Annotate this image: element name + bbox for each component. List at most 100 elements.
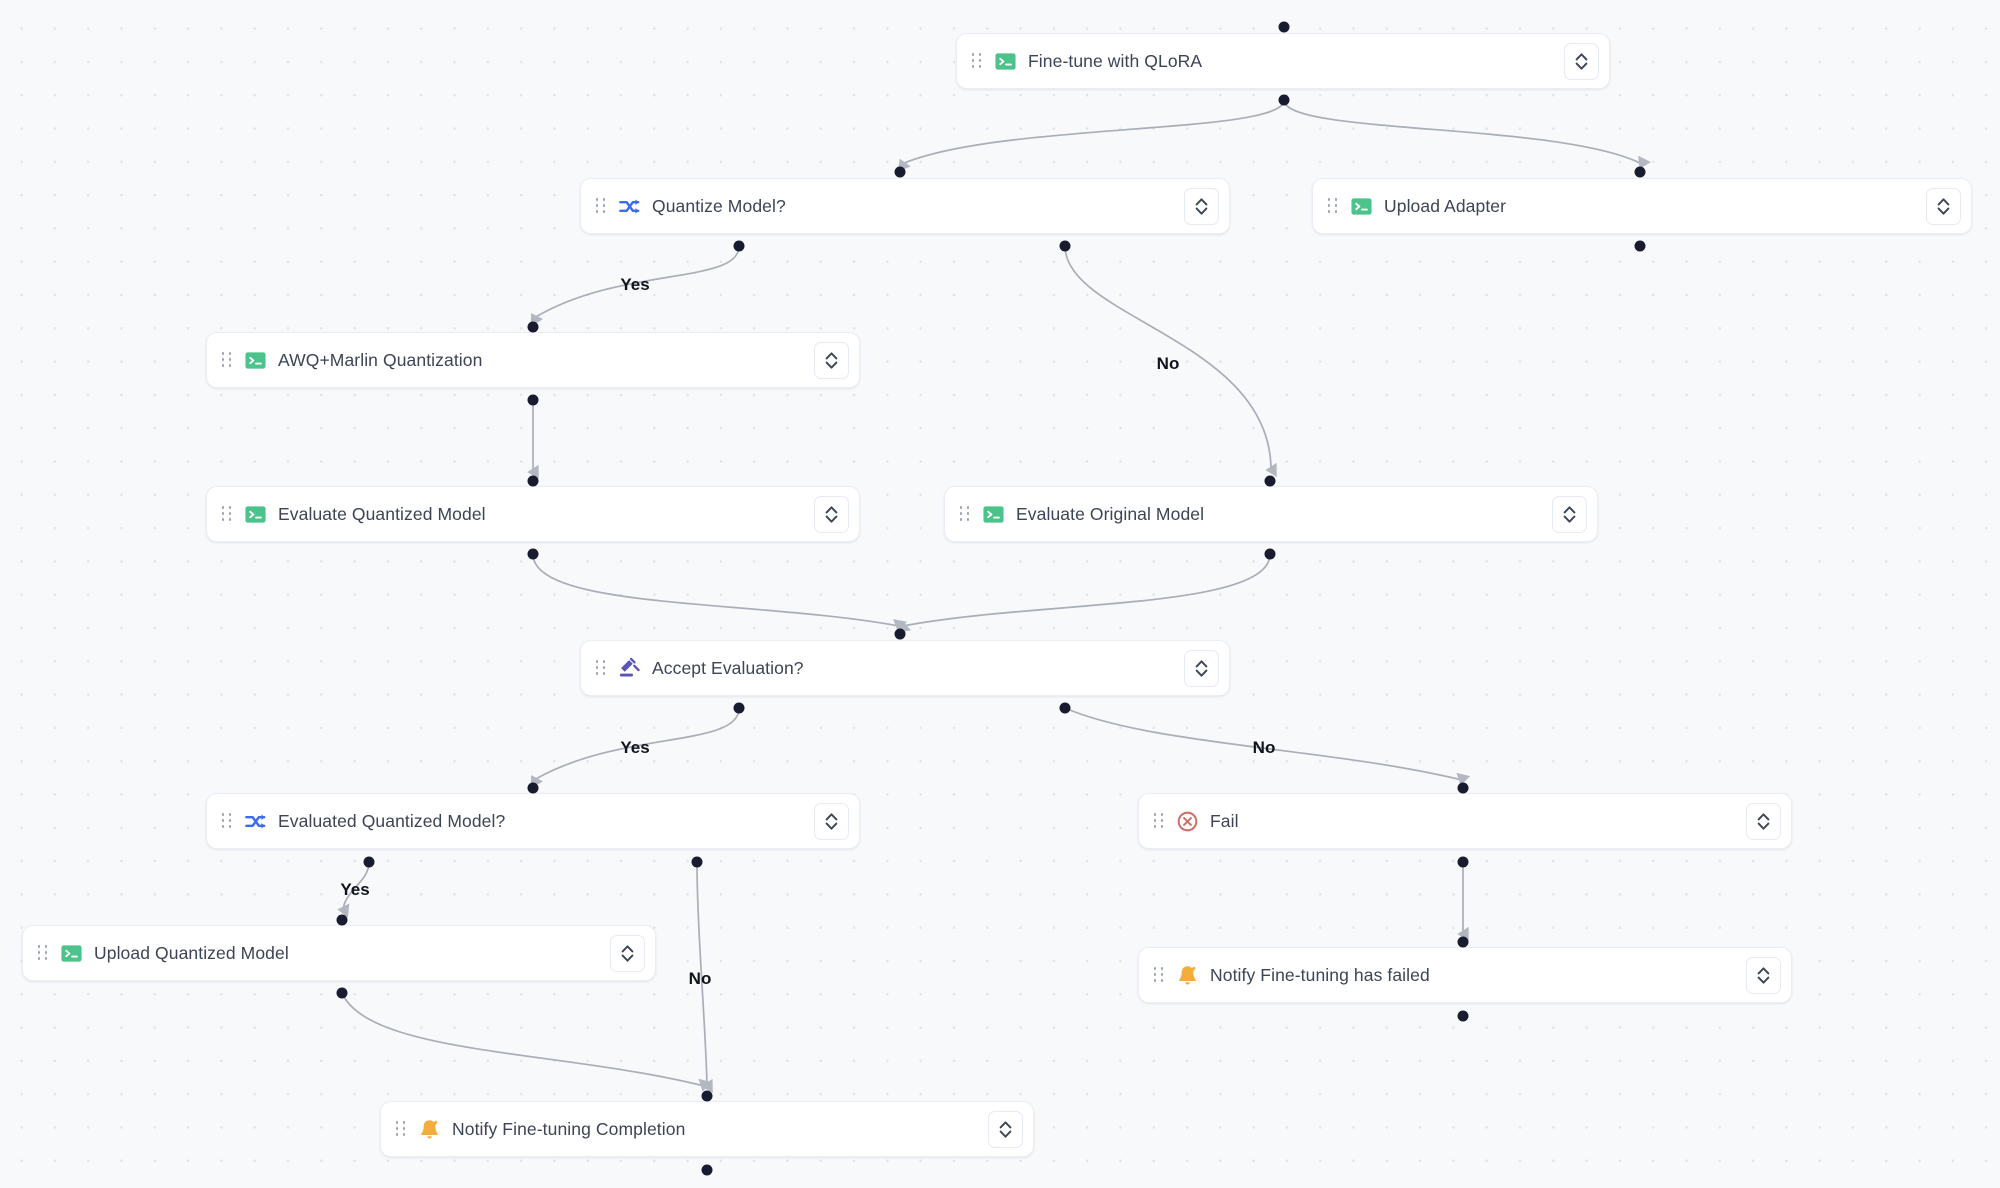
port-out_no-quantize-model[interactable] — [1059, 240, 1071, 252]
node-evaluate-quantized[interactable]: Evaluate Quantized Model — [206, 486, 860, 542]
port-out_yes-quantize-model[interactable] — [733, 240, 745, 252]
collapse-expand-button[interactable] — [814, 495, 849, 533]
terminal-icon — [982, 503, 1005, 526]
port-out_no-evaluated-quantized[interactable] — [691, 856, 703, 868]
terminal-icon — [244, 503, 267, 526]
collapse-expand-button[interactable] — [1746, 802, 1781, 840]
port-out-notify-completion[interactable] — [701, 1164, 713, 1176]
port-in-evaluate-original[interactable] — [1264, 475, 1276, 487]
port-in-upload-adapter[interactable] — [1634, 166, 1646, 178]
node-fine-tune[interactable]: Fine-tune with QLoRA — [956, 33, 1610, 89]
terminal-icon — [60, 942, 83, 965]
collapse-expand-button[interactable] — [610, 934, 645, 972]
port-out_no-accept-evaluation[interactable] — [1059, 702, 1071, 714]
drag-handle-icon[interactable] — [37, 944, 49, 962]
collapse-expand-button[interactable] — [1746, 956, 1781, 994]
port-in-notify-completion[interactable] — [701, 1090, 713, 1102]
edge-label-accept-yes: Yes — [620, 738, 650, 757]
node-fail[interactable]: Fail — [1138, 793, 1792, 849]
terminal-icon — [994, 50, 1017, 73]
collapse-expand-button[interactable] — [1184, 187, 1219, 225]
drag-handle-icon[interactable] — [395, 1120, 407, 1138]
port-out-upload-adapter[interactable] — [1634, 240, 1646, 252]
port-in-fail[interactable] — [1457, 782, 1469, 794]
port-in-quantize-model[interactable] — [894, 166, 906, 178]
node-upload-quantized[interactable]: Upload Quantized Model — [22, 925, 656, 981]
branch-icon — [244, 810, 267, 833]
branch-icon — [618, 195, 641, 218]
chevron-up-down-icon — [998, 1120, 1013, 1139]
node-upload-adapter[interactable]: Upload Adapter — [1312, 178, 1972, 234]
node-label: Quantize Model? — [652, 195, 786, 216]
node-label: Notify Fine-tuning Completion — [452, 1118, 686, 1139]
drag-handle-icon[interactable] — [221, 812, 233, 830]
drag-handle-icon[interactable] — [971, 52, 983, 70]
port-out-awq-marlin[interactable] — [527, 394, 539, 406]
node-notify-completion[interactable]: Notify Fine-tuning Completion — [380, 1101, 1034, 1157]
node-label: Accept Evaluation? — [652, 657, 804, 678]
collapse-expand-button[interactable] — [814, 341, 849, 379]
drag-handle-icon[interactable] — [1153, 812, 1165, 830]
node-label: Upload Adapter — [1384, 195, 1507, 216]
drag-handle-icon[interactable] — [1153, 966, 1165, 984]
drag-handle-icon[interactable] — [221, 505, 233, 523]
edge-label-evalq-no: No — [688, 969, 712, 988]
notify-icon — [418, 1118, 441, 1141]
node-label: Evaluated Quantized Model? — [278, 810, 506, 831]
node-label: Evaluate Original Model — [1016, 503, 1205, 524]
port-in-awq-marlin[interactable] — [527, 321, 539, 333]
port-out-evaluate-original[interactable] — [1264, 548, 1276, 560]
drag-handle-icon[interactable] — [595, 659, 607, 677]
edge-label-accept-no: No — [1252, 738, 1276, 757]
edge-label-evalq-yes: Yes — [340, 880, 370, 899]
terminal-icon — [244, 349, 267, 372]
port-in-evaluate-quantized[interactable] — [527, 475, 539, 487]
chevron-up-down-icon — [1756, 966, 1771, 985]
node-quantize-model[interactable]: Quantize Model? — [580, 178, 1230, 234]
fail-icon — [1176, 810, 1199, 833]
terminal-icon — [1350, 195, 1373, 218]
port-in-accept-evaluation[interactable] — [894, 628, 906, 640]
node-label: Upload Quantized Model — [94, 942, 289, 963]
node-accept-evaluation[interactable]: Accept Evaluation? — [580, 640, 1230, 696]
port-in-evaluated-quantized[interactable] — [527, 782, 539, 794]
chevron-up-down-icon — [1562, 505, 1577, 524]
drag-handle-icon[interactable] — [1327, 197, 1339, 215]
port-out_yes-accept-evaluation[interactable] — [733, 702, 745, 714]
node-label: Evaluate Quantized Model — [278, 503, 486, 524]
chevron-up-down-icon — [824, 505, 839, 524]
collapse-expand-button[interactable] — [1926, 187, 1961, 225]
node-label: Notify Fine-tuning has failed — [1210, 964, 1430, 985]
node-evaluated-quantized[interactable]: Evaluated Quantized Model? — [206, 793, 860, 849]
drag-handle-icon[interactable] — [221, 351, 233, 369]
collapse-expand-button[interactable] — [814, 802, 849, 840]
port-in-upload-quantized[interactable] — [336, 914, 348, 926]
port-out_yes-evaluated-quantized[interactable] — [363, 856, 375, 868]
port-in-notify-failed[interactable] — [1457, 936, 1469, 948]
edge-label-quantize-no: No — [1156, 354, 1180, 373]
chevron-up-down-icon — [1936, 197, 1951, 216]
collapse-expand-button[interactable] — [1184, 649, 1219, 687]
port-out-fail[interactable] — [1457, 856, 1469, 868]
node-evaluate-original[interactable]: Evaluate Original Model — [944, 486, 1598, 542]
collapse-expand-button[interactable] — [1564, 42, 1599, 80]
approval-icon — [618, 657, 641, 680]
collapse-expand-button[interactable] — [988, 1110, 1023, 1148]
port-out-evaluate-quantized[interactable] — [527, 548, 539, 560]
port-in-fine-tune[interactable] — [1278, 21, 1290, 33]
port-out-upload-quantized[interactable] — [336, 987, 348, 999]
port-out-notify-failed[interactable] — [1457, 1010, 1469, 1022]
chevron-up-down-icon — [1756, 812, 1771, 831]
node-awq-marlin[interactable]: AWQ+Marlin Quantization — [206, 332, 860, 388]
node-label: Fail — [1210, 810, 1239, 831]
drag-handle-icon[interactable] — [959, 505, 971, 523]
node-notify-failed[interactable]: Notify Fine-tuning has failed — [1138, 947, 1792, 1003]
node-label: Fine-tune with QLoRA — [1028, 50, 1203, 71]
drag-handle-icon[interactable] — [595, 197, 607, 215]
port-out-fine-tune[interactable] — [1278, 94, 1290, 106]
chevron-up-down-icon — [1194, 659, 1209, 678]
notify-icon — [1176, 964, 1199, 987]
collapse-expand-button[interactable] — [1552, 495, 1587, 533]
